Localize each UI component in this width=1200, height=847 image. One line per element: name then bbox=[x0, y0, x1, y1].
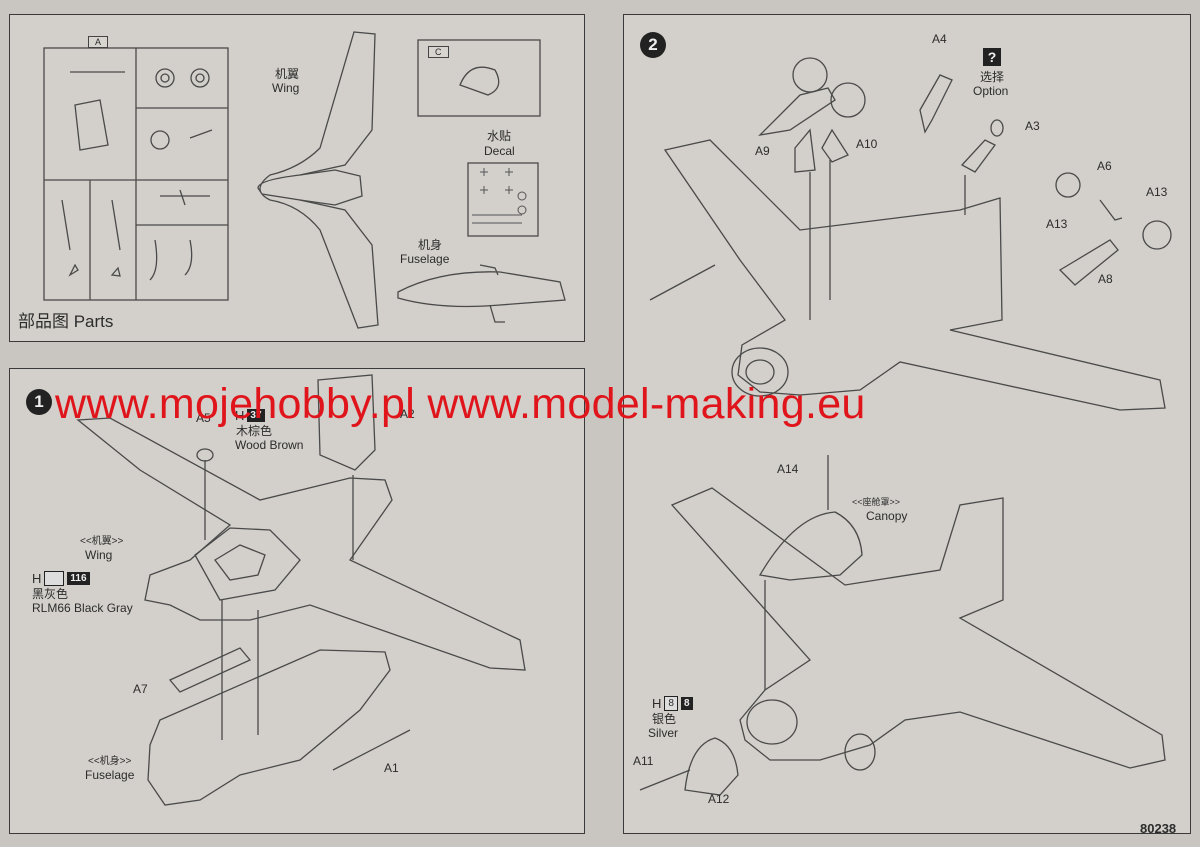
paint-black-gray: H 116 bbox=[32, 571, 90, 586]
paint-silver-en: Silver bbox=[648, 726, 679, 740]
step2-aircraft-outline bbox=[663, 139, 1166, 411]
step1-panel bbox=[9, 368, 585, 834]
sprue-part-tail bbox=[74, 99, 109, 151]
paint-h: H bbox=[235, 408, 245, 423]
part-label-a12: A12 bbox=[708, 792, 730, 806]
option-en: Option bbox=[973, 84, 1009, 98]
paint-num: 37 bbox=[247, 409, 265, 422]
parts-wing-outline bbox=[257, 31, 379, 329]
parts-decal-en: Decal bbox=[484, 144, 515, 158]
canopy-label: <<座舱罩>> bbox=[852, 497, 901, 507]
sprue-c-frame bbox=[417, 39, 541, 117]
step1-wing-outline bbox=[76, 417, 526, 671]
part-label-a14: A14 bbox=[777, 462, 799, 476]
part-label-a6: A6 bbox=[1097, 159, 1112, 173]
kit-number: 80238 bbox=[1140, 821, 1177, 836]
paint-wood-brown: H 37 bbox=[235, 408, 265, 423]
parts-fuselage-outline bbox=[397, 271, 566, 308]
paint-swatch: 8 bbox=[664, 696, 678, 711]
sprue-c-letter: C bbox=[428, 46, 449, 58]
parts-title: 部品图 Parts bbox=[18, 312, 114, 331]
parts-decal-cn: 水贴 bbox=[487, 129, 512, 143]
part-label-a9: A9 bbox=[755, 144, 770, 158]
part-label-a4: A4 bbox=[932, 32, 947, 46]
decal-sheet bbox=[467, 162, 539, 237]
step1-wing-en: Wing bbox=[85, 548, 113, 562]
paint-silver-cn: 银色 bbox=[652, 712, 677, 726]
paint-black-cn: 黑灰色 bbox=[32, 587, 69, 601]
part-a4 bbox=[919, 74, 953, 134]
step1-fuselage-label: <<机身>> bbox=[88, 756, 132, 767]
part-label-a13-right: A13 bbox=[1146, 185, 1168, 199]
paint-swatch bbox=[44, 571, 65, 586]
part-label-a13-left: A13 bbox=[1046, 217, 1068, 231]
paint-wood-cn: 木棕色 bbox=[236, 424, 273, 438]
sprue-a-letter: A bbox=[88, 36, 109, 48]
part-label-a3: A3 bbox=[1025, 119, 1040, 133]
step1-fuselage-outline bbox=[147, 649, 391, 806]
paint-h: H bbox=[32, 571, 42, 586]
step1-fuselage-en: Fuselage bbox=[85, 768, 135, 782]
part-label-a2: A2 bbox=[400, 407, 415, 421]
step3-aircraft-outline bbox=[670, 487, 1166, 769]
watermark: www.mojehobby.pl www.model-making.eu bbox=[55, 380, 866, 428]
paint-wood-en: Wood Brown bbox=[235, 438, 304, 452]
canopy-part bbox=[459, 66, 500, 96]
part-label-a1: A1 bbox=[384, 761, 399, 775]
paint-num: 8 bbox=[680, 697, 693, 710]
paint-num: 116 bbox=[67, 572, 90, 585]
option-cn: 选择 bbox=[980, 70, 1005, 84]
part-label-a8: A8 bbox=[1098, 272, 1113, 286]
paint-black-en: RLM66 Black Gray bbox=[32, 601, 133, 615]
part-a8 bbox=[1058, 239, 1119, 286]
part-a7 bbox=[168, 647, 252, 693]
part-label-a5: A5 bbox=[196, 411, 211, 425]
part-label-a11: A11 bbox=[633, 754, 654, 768]
step2-number: 2 bbox=[640, 32, 666, 58]
canopy-en: Canopy bbox=[866, 509, 908, 523]
step1-number: 1 bbox=[26, 389, 52, 415]
step1-wing-label: <<机翼>> bbox=[80, 536, 124, 547]
parts-wing-en: Wing bbox=[272, 81, 300, 95]
paint-silver: H 8 8 bbox=[652, 696, 693, 711]
parts-fuselage-cn: 机身 bbox=[418, 238, 443, 252]
option-question-mark: ? bbox=[983, 48, 1001, 66]
canopy-outline bbox=[758, 511, 863, 581]
part-label-a7: A7 bbox=[133, 682, 148, 696]
paint-h: H bbox=[652, 696, 662, 711]
part-a12 bbox=[684, 737, 739, 796]
parts-fuselage-en: Fuselage bbox=[400, 252, 450, 266]
step1-fin bbox=[317, 374, 376, 471]
part-label-a10: A10 bbox=[856, 137, 878, 151]
parts-wing-cn: 机翼 bbox=[275, 67, 300, 81]
